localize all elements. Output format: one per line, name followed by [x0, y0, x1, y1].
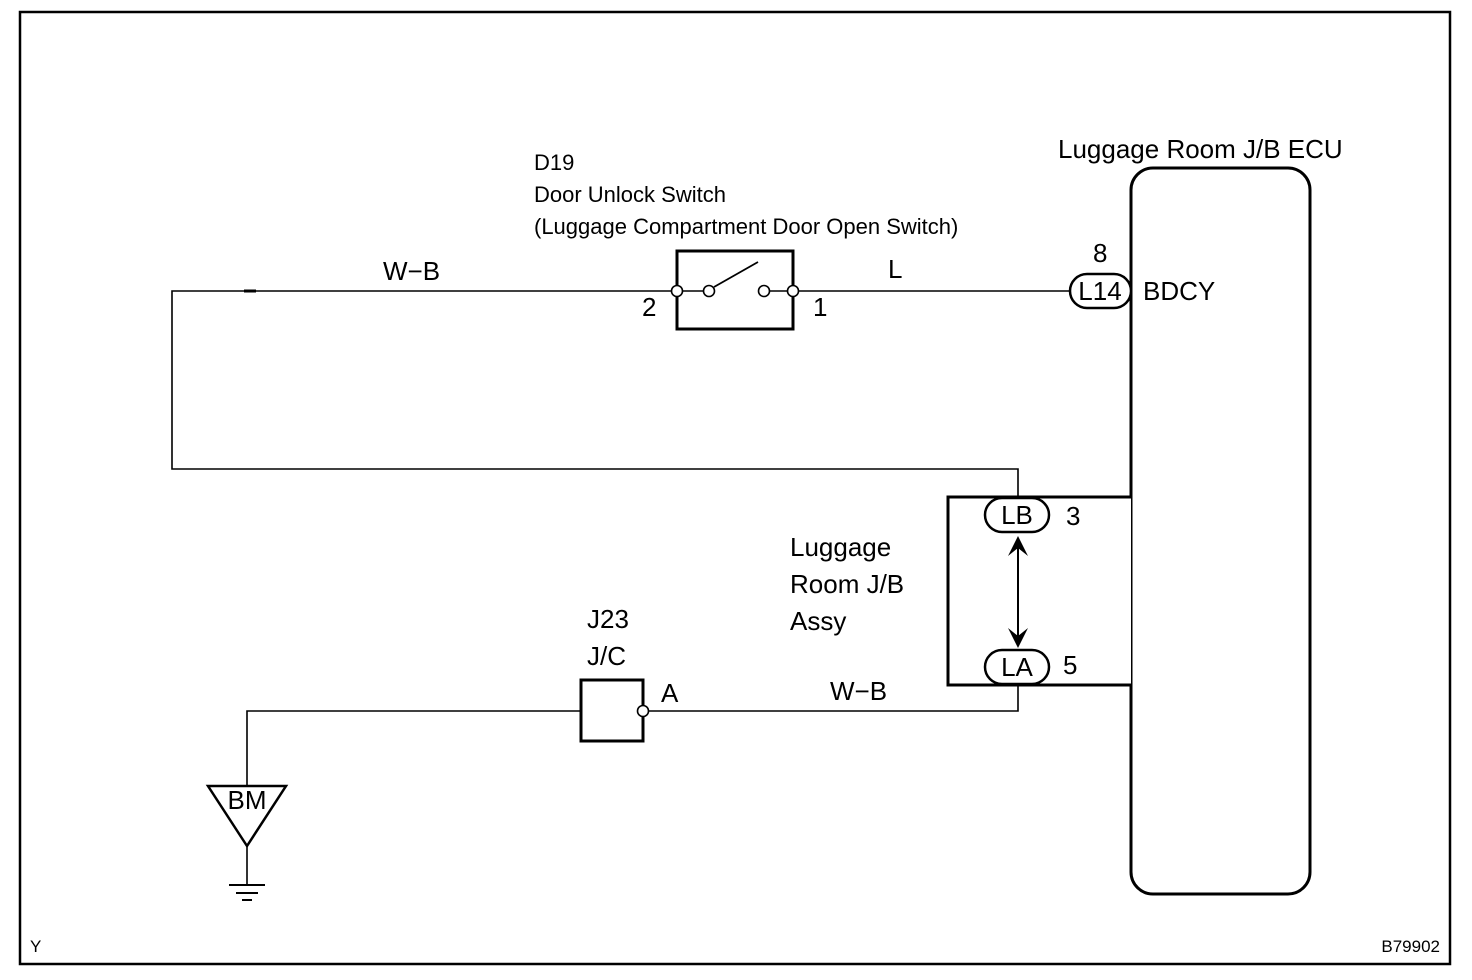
junction-pin-a [636, 704, 650, 718]
ground-label: BM [228, 785, 267, 815]
wire-label-wb-bottom: W−B [830, 676, 887, 706]
junction-code: J23 [587, 604, 629, 634]
jb-assy-label-3: Assy [790, 606, 846, 636]
connector-la-pin: 5 [1063, 650, 1077, 680]
junction-pin-label: A [661, 678, 679, 708]
wire-label-wb-top: W−B [383, 256, 440, 286]
switch-body [675, 249, 795, 331]
junction-body [579, 678, 645, 743]
corner-label-left: Y [30, 937, 41, 956]
switch-contact-b [757, 284, 771, 298]
connector-lb-pin: 3 [1066, 501, 1080, 531]
jb-assy-label-1: Luggage [790, 532, 891, 562]
connector-l14 [1068, 272, 1133, 310]
switch-pin-2 [670, 284, 684, 298]
switch-subname: (Luggage Compartment Door Open Switch) [534, 214, 958, 239]
connector-la [983, 648, 1051, 686]
ground-point-icon [205, 784, 289, 849]
arrow-down-icon [1008, 628, 1028, 648]
jb-assy-box [946, 495, 1131, 687]
arrow-up-icon [1008, 536, 1028, 556]
ecu-terminal-label: BDCY [1143, 276, 1215, 306]
switch-code: D19 [534, 150, 574, 175]
switch-blade [713, 261, 759, 288]
switch-pin-left-label: 2 [642, 292, 656, 322]
connector-lb [983, 496, 1051, 534]
wire-label-l: L [888, 254, 902, 284]
figure-code: B79902 [1381, 937, 1440, 956]
connector-lb-label: LB [1001, 500, 1033, 530]
junction-name: J/C [587, 641, 626, 671]
jb-assy-label-2: Room J/B [790, 569, 904, 599]
switch-pin-1 [786, 284, 800, 298]
ground-icon [229, 884, 265, 901]
connector-l14-pin: 8 [1093, 238, 1107, 268]
connector-la-label: LA [1001, 652, 1033, 682]
switch-pin-right-label: 1 [813, 292, 827, 322]
ecu-title: Luggage Room J/B ECU [1058, 134, 1343, 164]
switch-contact-a [702, 284, 716, 298]
diagram-frame [18, 10, 1452, 966]
switch-name: Door Unlock Switch [534, 182, 726, 207]
wire-wb-top [171, 290, 1019, 499]
connector-l14-label: L14 [1078, 276, 1121, 306]
